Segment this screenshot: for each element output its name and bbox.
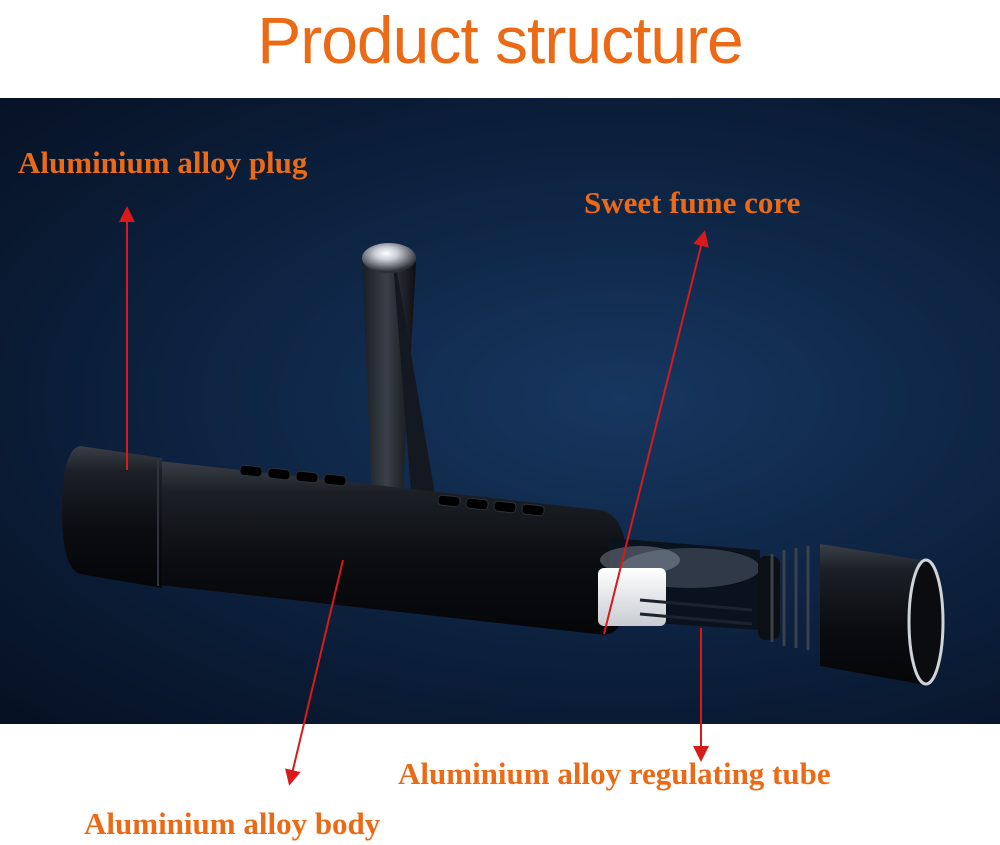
- tube-body: [150, 460, 627, 635]
- regulating-cap: [758, 544, 945, 686]
- product-photo: [0, 98, 1000, 724]
- label-regulating-tube: Aluminium alloy regulating tube: [398, 756, 831, 791]
- fragrance-core: [598, 568, 666, 626]
- inner-mechanism: [598, 538, 760, 630]
- page-title: Product structure: [257, 3, 744, 77]
- car-air-freshener-illustration: [62, 243, 945, 686]
- vent-slots-left: [239, 464, 347, 487]
- end-plug: [62, 446, 162, 588]
- vent-slots-right: [437, 494, 545, 517]
- label-aluminium-alloy-plug: Aluminium alloy plug: [18, 145, 308, 180]
- label-aluminium-alloy-body: Aluminium alloy body: [84, 806, 381, 841]
- label-sweet-fume-core: Sweet fume core: [584, 185, 801, 220]
- vent-clip: [362, 243, 436, 504]
